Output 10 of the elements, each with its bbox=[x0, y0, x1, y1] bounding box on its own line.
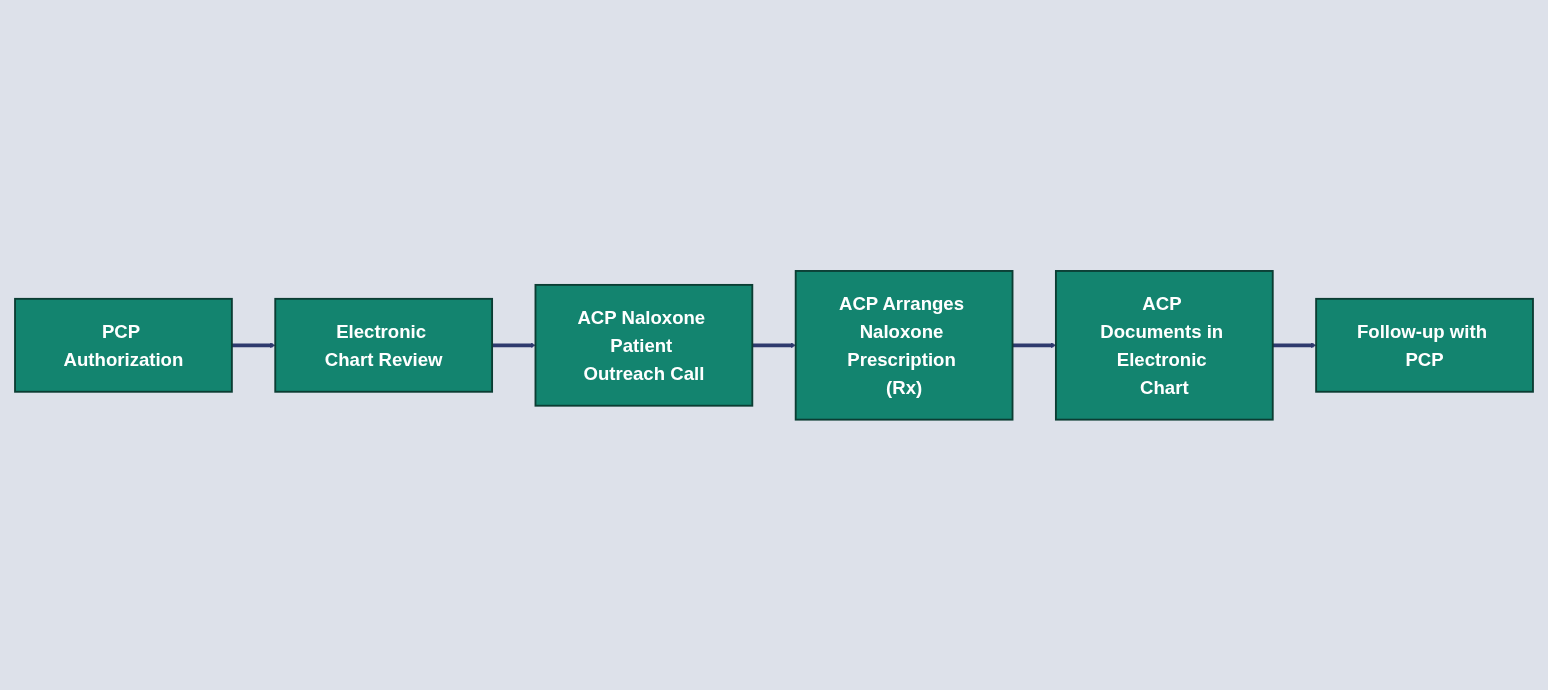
arrow bbox=[492, 342, 536, 348]
node-box: Electronic Chart Review bbox=[274, 297, 494, 393]
node-box: ACP Naloxone Patient Outreach Call bbox=[534, 283, 754, 407]
node-box: ACP Arranges Naloxone Prescription (Rx) bbox=[794, 269, 1014, 421]
arrow bbox=[752, 342, 796, 348]
node-box: PCP Authorization bbox=[14, 297, 233, 393]
arrow bbox=[1272, 342, 1317, 348]
node-box: ACP Documents in Electronic Chart bbox=[1054, 269, 1274, 421]
node-box: Follow-up with PCP bbox=[1315, 297, 1534, 393]
arrow bbox=[231, 342, 276, 348]
